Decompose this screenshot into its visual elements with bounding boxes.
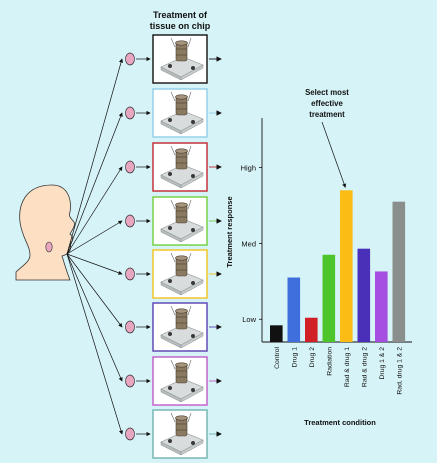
- sample-arrow: [66, 253, 123, 382]
- bar: [270, 325, 283, 342]
- bar: [375, 271, 388, 342]
- tissue-chip-icon: [160, 359, 204, 403]
- chip-radiation: [152, 196, 222, 246]
- callout-line3: treatment: [309, 110, 345, 119]
- sample-arrow: [66, 253, 123, 328]
- bar: [287, 277, 301, 342]
- tissue-chip-icon: [160, 412, 204, 456]
- x-tick-label: Rad & drug 1: [344, 347, 351, 387]
- sample-arrow: [66, 253, 123, 275]
- tumor-sample-icon: [125, 106, 135, 120]
- x-tick-label: Rad & drug 2: [361, 347, 368, 387]
- x-tick-label: Drug 2: [309, 347, 316, 368]
- tissue-chip-icon: [160, 145, 204, 189]
- chip-drug-1: [152, 88, 222, 138]
- tumor-sample-icon: [125, 267, 135, 281]
- tumor-sample-icon: [125, 320, 135, 334]
- x-tick-label: Rad, drug 1 & 2: [396, 347, 403, 395]
- tumor-sample-icon: [125, 160, 135, 174]
- y-tick-label: Low: [242, 315, 256, 324]
- sample-arrow: [66, 253, 123, 435]
- tumor-sample-icon: [125, 214, 135, 228]
- bar: [340, 190, 353, 342]
- callout-arrow: [321, 121, 347, 188]
- x-tick-label: Radiation: [326, 347, 333, 376]
- x-axis-label: Treatment condition: [304, 418, 376, 427]
- sample-arrow: [66, 112, 123, 255]
- tissue-chip-icon: [160, 305, 204, 349]
- header-title-line2: tissue on chip: [150, 21, 211, 31]
- callout-line2: effective: [311, 99, 343, 108]
- y-axis-label: Treatment response: [225, 196, 234, 267]
- chip-drug-1-2: [152, 356, 222, 406]
- sample-arrow: [66, 58, 124, 255]
- chip-list: [125, 34, 222, 459]
- bar: [305, 317, 318, 342]
- tumor-sample-icon: [125, 374, 135, 388]
- x-tick-label: Drug 1: [291, 347, 298, 368]
- header-title-line1: Treatment of: [153, 10, 208, 20]
- tissue-chip-icon: [160, 199, 204, 243]
- bar: [357, 248, 371, 342]
- patient-head-icon: [15, 184, 75, 281]
- x-tick-label: Control: [274, 347, 281, 369]
- y-tick-label: Med: [241, 239, 256, 248]
- y-tick-label: High: [241, 164, 256, 173]
- chip-rad-drug-1: [152, 249, 222, 299]
- chip-rad-drug-1-2: [152, 409, 222, 459]
- bar: [392, 201, 406, 342]
- tumor-sample-icon: [125, 52, 135, 66]
- tissue-chip-icon: [160, 37, 204, 81]
- callout-line1: Select most: [305, 88, 349, 97]
- chip-rad-drug-2: [152, 302, 222, 352]
- tissue-chip-icon: [160, 252, 204, 296]
- sample-arrow: [66, 166, 123, 255]
- x-tick-label: Drug 1 & 2: [379, 347, 386, 380]
- sample-arrows: [66, 58, 124, 435]
- chip-control: [152, 34, 222, 84]
- bar: [322, 254, 336, 342]
- sample-arrow: [66, 220, 123, 255]
- tumor-sample-icon: [125, 427, 135, 441]
- chip-drug-2: [152, 142, 222, 192]
- tissue-chip-icon: [160, 91, 204, 135]
- tumor-icon: [45, 241, 53, 253]
